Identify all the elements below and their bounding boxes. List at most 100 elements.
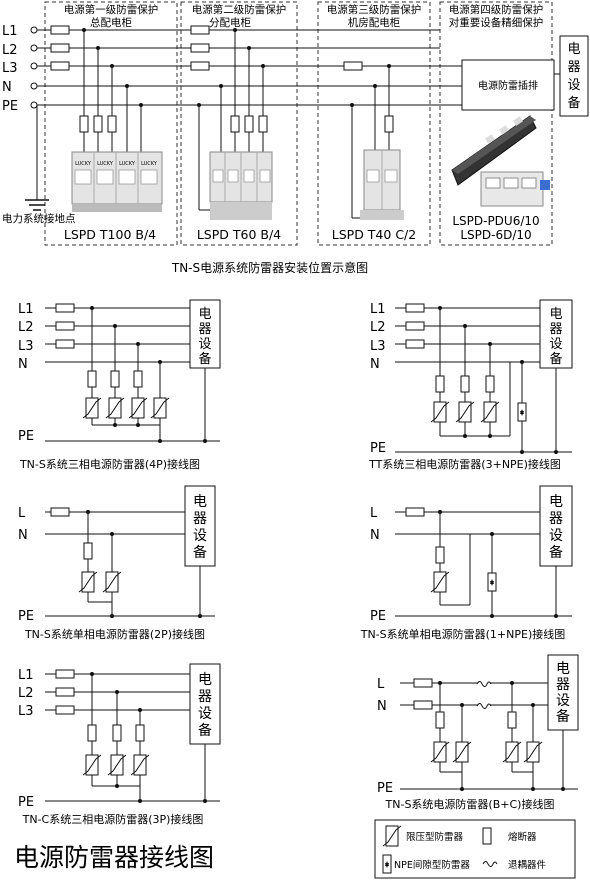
legend-npe-label: NPE间隙型防雷器 bbox=[394, 859, 470, 871]
lspd-t40-device bbox=[350, 64, 404, 220]
zone2-title-line1: 电源第二级防雷保护 bbox=[192, 3, 287, 16]
equip-char: 器 bbox=[193, 511, 207, 527]
lspd-t100-device: LUCKY LUCKY LUCKY LUCKY bbox=[71, 28, 163, 212]
zone-box-level2 bbox=[180, 1, 298, 246]
top-line-label-l1: L1 bbox=[2, 24, 18, 39]
brand-mark: LUCKY bbox=[119, 161, 136, 167]
terminal-l2 bbox=[30, 44, 38, 52]
socket-block-icon bbox=[480, 171, 550, 207]
equip-char: 电 bbox=[198, 672, 212, 688]
legend-varistor-icon bbox=[382, 825, 402, 847]
equip-char: 备 bbox=[198, 351, 211, 367]
zone3-title-line1: 电源第三级防雷保护 bbox=[327, 3, 422, 16]
top-installation-panel: 电源第一级防雷保护 总配电柜 电源第二级防雷保护 分配电柜 电源第三级防雷保护 … bbox=[2, 1, 589, 275]
diagram-tns-1npe: L N PE 电 器 设 备 TN-S系统单相电源防雷器(1+NPE)接线图 bbox=[360, 485, 573, 641]
device1-fuse-1 bbox=[79, 115, 89, 133]
diagram-tt-3npe: L1 L2 L3 N PE 电 器 设 备 TT系统三相电源防雷器(3 bbox=[368, 299, 573, 471]
d1-label-l3: L3 bbox=[18, 339, 34, 354]
d5-label-l1: L1 bbox=[18, 668, 34, 683]
d2-label-pe: PE bbox=[370, 441, 386, 456]
equip-char: 器 bbox=[198, 322, 211, 337]
d2-label-l1: L1 bbox=[370, 302, 386, 317]
d6-label-n: N bbox=[377, 699, 387, 714]
surge-strip-box bbox=[461, 59, 555, 111]
fuse-l2-zone1 bbox=[50, 43, 70, 53]
terminal-l1 bbox=[30, 26, 38, 34]
d4-label-l: L bbox=[370, 506, 378, 521]
zone-box-level4 bbox=[439, 1, 553, 246]
legend-npe-icon bbox=[382, 854, 392, 874]
diagram-tnc-3p: L1 L2 L3 PE 电 器 设 备 TN-C系统三相电源防雷器(3P)接线图 bbox=[18, 663, 221, 826]
equip-char: 器 bbox=[567, 60, 580, 75]
equip-char: 电 bbox=[549, 307, 562, 322]
d3-label-n: N bbox=[18, 528, 28, 543]
terminal-l3 bbox=[30, 62, 38, 70]
equip-char: 电 bbox=[567, 42, 580, 57]
ground-label: 电力系统接地点 bbox=[2, 212, 76, 225]
zone2-title-line2: 分配电柜 bbox=[209, 16, 251, 29]
ground-icon bbox=[25, 199, 49, 211]
equip-char: 备 bbox=[556, 708, 570, 725]
d5-equipment-box bbox=[189, 663, 221, 745]
device1-fuse-2 bbox=[93, 115, 103, 133]
brand-mark: LUCKY bbox=[75, 161, 92, 167]
d6-decoupler-n bbox=[476, 703, 492, 709]
equip-char: 设 bbox=[198, 337, 211, 352]
d1-equipment-box bbox=[189, 299, 221, 369]
d6-caption: TN-S系统电源防雷器(B+C)接线图 bbox=[385, 797, 555, 811]
top-panel-caption: TN-S电源系统防雷器安装位置示意图 bbox=[171, 260, 368, 275]
fuse-l1-zone2 bbox=[190, 25, 210, 35]
d5-label-l2: L2 bbox=[18, 686, 34, 701]
zone4-title-line2: 对重要设备精细保护 bbox=[449, 16, 544, 29]
equip-char: 器 bbox=[556, 677, 570, 693]
legend-varistor-label: 限压型防雷器 bbox=[406, 831, 464, 843]
lspd-t60-device bbox=[197, 28, 273, 220]
page-title: 电源防雷器接线图 bbox=[14, 843, 214, 872]
equip-char: 器 bbox=[549, 511, 563, 527]
fuse-l3-zone1 bbox=[50, 61, 70, 71]
top-line-label-l3: L3 bbox=[2, 61, 18, 76]
equipment-box-top bbox=[559, 35, 589, 117]
zone1-title-line1: 电源第一级防雷保护 bbox=[64, 3, 159, 16]
device1-fuse-3 bbox=[107, 115, 117, 133]
zone-box-level3 bbox=[317, 1, 431, 246]
equip-char: 备 bbox=[198, 722, 212, 739]
diagram-tns-2p: L N PE 电 器 设 备 TN-S系统单相电源防雷器(2P)接线图 bbox=[18, 485, 216, 641]
d6-label-pe: PE bbox=[377, 781, 393, 796]
d5-label-pe: PE bbox=[18, 795, 34, 810]
fuse-l3-zone2 bbox=[190, 61, 210, 71]
equip-char: 设 bbox=[549, 337, 562, 352]
d1-caption: TN-S系统三相电源防雷器(4P)接线图 bbox=[19, 457, 200, 471]
zone3-model: LSPD T40 C/2 bbox=[332, 227, 416, 242]
legend-fuse-label: 熔断器 bbox=[508, 831, 537, 843]
d6-label-l: L bbox=[377, 677, 385, 692]
d3-caption: TN-S系统单相电源防雷器(2P)接线图 bbox=[24, 627, 205, 641]
equip-char: 设 bbox=[193, 528, 207, 544]
d4-caption: TN-S系统单相电源防雷器(1+NPE)接线图 bbox=[360, 627, 566, 641]
zone4-model-line1: LSPD-PDU6/10 bbox=[452, 214, 539, 228]
equip-char: 设 bbox=[549, 528, 563, 544]
equip-char: 备 bbox=[567, 95, 580, 111]
zone-box-level1 bbox=[44, 1, 178, 246]
zone4-title-line1: 电源第四级防雷保护 bbox=[449, 3, 544, 16]
legend-fuse-icon bbox=[482, 827, 492, 845]
terminal-n bbox=[30, 82, 38, 90]
d1-label-pe: PE bbox=[18, 429, 34, 444]
zone1-model: LSPD T100 B/4 bbox=[64, 227, 156, 242]
equip-char: 器 bbox=[549, 322, 562, 337]
d5-label-l3: L3 bbox=[18, 704, 34, 719]
d2-label-l2: L2 bbox=[370, 320, 386, 335]
top-line-label-l2: L2 bbox=[2, 43, 18, 58]
top-line-label-n: N bbox=[2, 80, 12, 95]
equip-char: 电 bbox=[193, 494, 207, 510]
terminal-pe bbox=[30, 101, 38, 109]
d6-equipment-box bbox=[547, 654, 579, 731]
equip-char: 电 bbox=[549, 494, 563, 510]
legend-decoupler-label: 退耦器件 bbox=[508, 859, 547, 871]
equip-char: 设 bbox=[556, 693, 570, 709]
zone4-model-line2: LSPD-6D/10 bbox=[460, 228, 531, 242]
top-line-label-pe: PE bbox=[2, 99, 18, 114]
equip-char: 备 bbox=[193, 544, 207, 561]
diagram-tns-4p: L1 L2 L3 N PE 电 器 设 备 TN-S系统三相电源防雷器(4P)接 bbox=[18, 299, 221, 471]
